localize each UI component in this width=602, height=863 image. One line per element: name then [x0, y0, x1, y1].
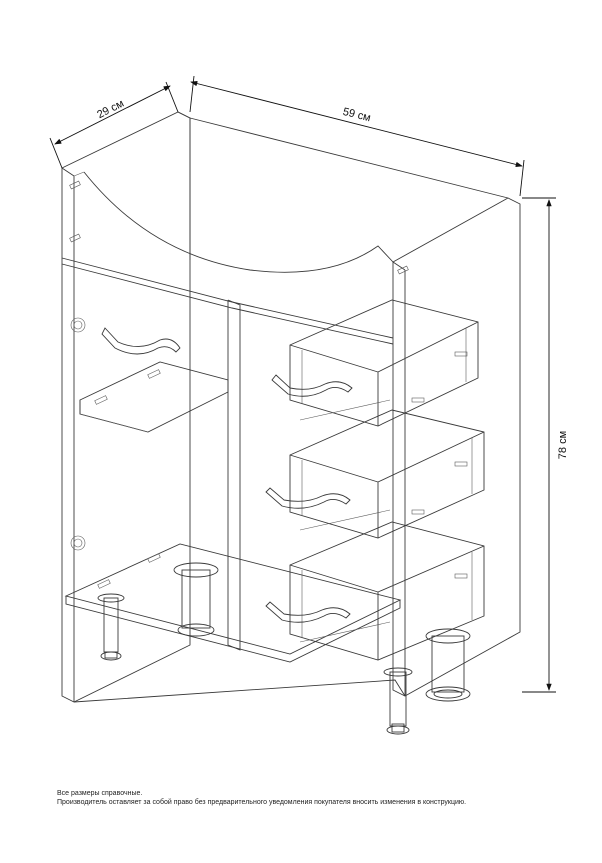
height-dimension: 78 см	[522, 197, 569, 693]
legs	[97, 562, 471, 735]
sink-cutout	[83, 171, 394, 273]
central-divider	[227, 299, 241, 651]
drawer-handle-top	[271, 374, 353, 397]
hinge-hole-top	[70, 317, 86, 333]
drawer-handle-middle	[265, 487, 351, 509]
left-handle	[101, 327, 181, 355]
depth-dimension: 29 см	[49, 81, 179, 169]
bottom-panel	[64, 543, 402, 655]
depth-label: 29 см	[95, 98, 126, 122]
drawer-top	[271, 299, 479, 427]
leg-front-left	[97, 593, 125, 661]
cabinet-body	[61, 111, 521, 703]
leg-back-left	[173, 562, 219, 637]
footnote-disclaimer: Производитель оставляет за собой право б…	[57, 799, 467, 806]
drawer-runners	[299, 351, 468, 643]
hinge-hole-bottom	[70, 535, 86, 551]
drawer-bottom	[265, 521, 485, 661]
height-label: 78 см	[557, 431, 569, 459]
drawers	[265, 299, 485, 661]
leg-front-right	[383, 667, 413, 735]
right-side-panel	[392, 197, 521, 697]
leg-back-right	[425, 628, 471, 702]
drawer-handle-bottom	[265, 601, 351, 623]
drawer-middle	[265, 409, 485, 539]
footnote-reference: Все размеры справочные.	[57, 790, 143, 797]
width-dimension: 59 см	[189, 75, 525, 197]
dowels	[69, 180, 409, 589]
left-side-panel	[61, 111, 191, 703]
footnotes: Все размеры справочные. Производитель ос…	[57, 789, 577, 807]
